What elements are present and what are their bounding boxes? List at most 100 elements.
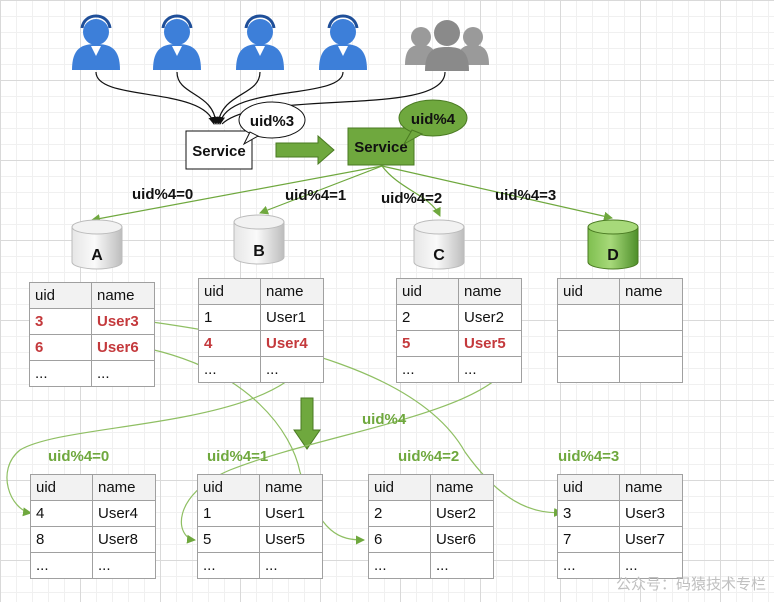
- cell: 4: [198, 330, 261, 357]
- cell: ...: [91, 360, 155, 387]
- table-row: [557, 356, 683, 383]
- cell: User2: [458, 304, 522, 331]
- cell: 3: [29, 308, 92, 335]
- cell: 8: [30, 526, 93, 553]
- cell: 1: [198, 304, 261, 331]
- cell: [619, 356, 683, 383]
- column-header: uid: [396, 278, 459, 305]
- cell: User8: [92, 526, 156, 553]
- column-header: uid: [197, 474, 260, 501]
- cell: ...: [619, 552, 683, 579]
- cell: ...: [557, 552, 620, 579]
- watermark: 公众号：码猿技术专栏: [615, 575, 766, 593]
- cell: User6: [91, 334, 155, 361]
- cell: 2: [368, 500, 431, 527]
- cell: User6: [430, 526, 494, 553]
- new-shard-label: uid%4=2: [398, 448, 459, 465]
- bubble-old: uid%3: [238, 101, 306, 146]
- table-row: ......: [198, 356, 324, 383]
- column-header: uid: [29, 282, 92, 309]
- cell: ...: [92, 552, 156, 579]
- column-header: name: [259, 474, 323, 501]
- cell: User3: [619, 500, 683, 527]
- user-icon: [72, 14, 120, 70]
- cell: ...: [198, 356, 261, 383]
- database-icon: D: [587, 219, 639, 270]
- user-icon: [153, 14, 201, 70]
- user-icon: [319, 14, 367, 70]
- route-label: uid%4=1: [285, 187, 346, 204]
- cell: ...: [396, 356, 459, 383]
- table-row: ......: [396, 356, 522, 383]
- column-header: name: [619, 278, 683, 305]
- new-shard-label: uid%4=3: [558, 448, 619, 465]
- route-lines: [91, 165, 613, 223]
- column-header: uid: [557, 474, 620, 501]
- cell: User3: [91, 308, 155, 335]
- column-header: name: [91, 282, 155, 309]
- cell: 6: [368, 526, 431, 553]
- database-icon: B: [233, 214, 285, 265]
- cell: ...: [260, 356, 324, 383]
- column-header: name: [92, 474, 156, 501]
- column-header: name: [260, 278, 324, 305]
- cell: 4: [30, 500, 93, 527]
- cell: User1: [259, 500, 323, 527]
- upgrade-arrow: [275, 134, 335, 166]
- cell: 6: [29, 334, 92, 361]
- cell: [619, 304, 683, 331]
- route-label: uid%4=2: [381, 190, 442, 207]
- column-header: name: [430, 474, 494, 501]
- database-label: B: [253, 243, 265, 260]
- bubble-new: uid%4: [398, 99, 468, 146]
- database-label: A: [91, 247, 103, 264]
- new-shard-label: uid%4=1: [207, 448, 268, 465]
- cell: ...: [29, 360, 92, 387]
- cell: 5: [197, 526, 260, 553]
- table-row: [557, 304, 683, 331]
- table-row: [557, 330, 683, 357]
- cell: 5: [396, 330, 459, 357]
- table-row: ......: [29, 360, 155, 387]
- migration-label: uid%4: [362, 411, 407, 428]
- service-old-label: Service: [192, 143, 245, 160]
- migration-arrow: [293, 397, 321, 450]
- table-row: ......: [30, 552, 156, 579]
- column-header: uid: [30, 474, 93, 501]
- new-shard-label: uid%4=0: [48, 448, 109, 465]
- cell: 1: [197, 500, 260, 527]
- column-header: name: [619, 474, 683, 501]
- service-new-label: Service: [354, 139, 407, 156]
- table-row: ......: [368, 552, 494, 579]
- database-label: D: [607, 247, 619, 264]
- cell: User2: [430, 500, 494, 527]
- cell: 2: [396, 304, 459, 331]
- cell: 3: [557, 500, 620, 527]
- cell: [557, 356, 620, 383]
- cell: [557, 304, 620, 331]
- database-icon: C: [413, 219, 465, 270]
- route-label: uid%4=0: [132, 186, 193, 203]
- user-group-icon: [405, 20, 489, 71]
- cell: User7: [619, 526, 683, 553]
- column-header: uid: [557, 278, 620, 305]
